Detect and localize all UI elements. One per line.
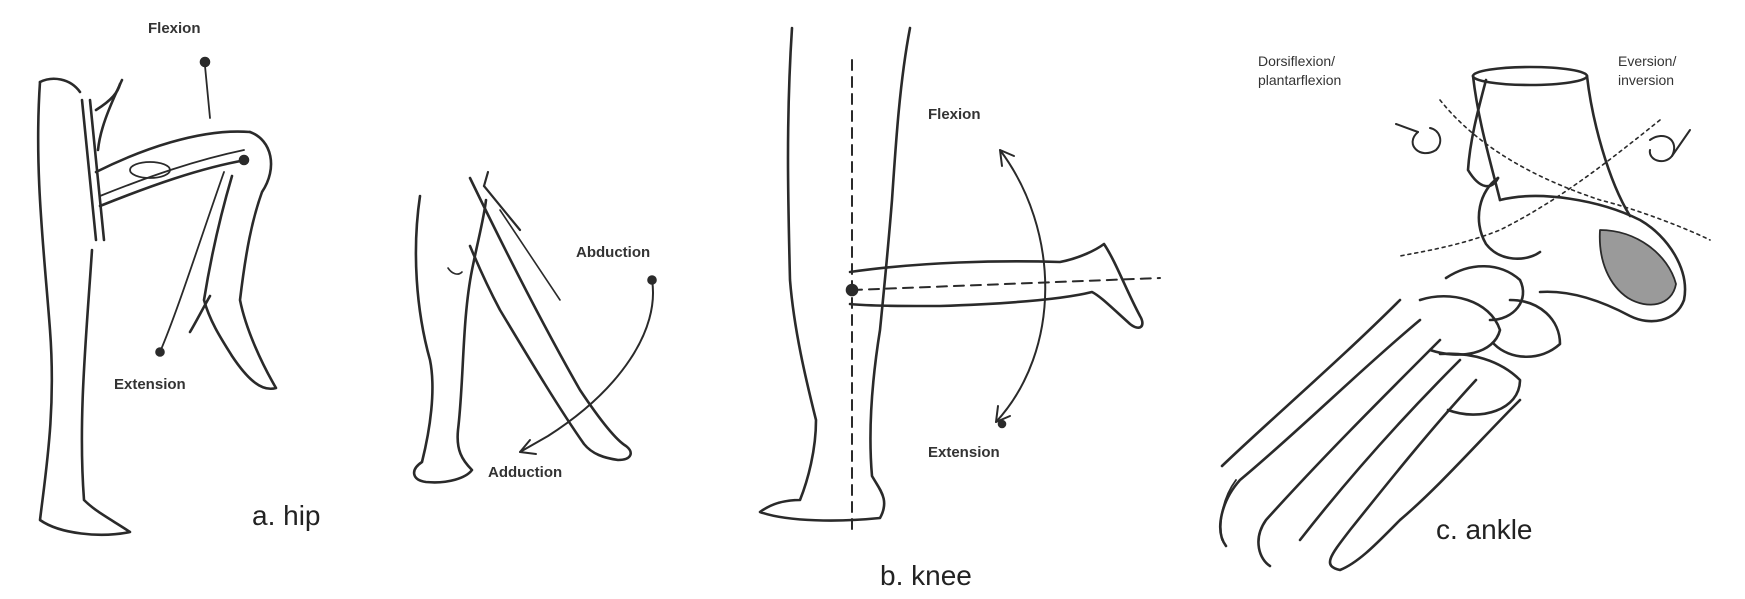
hip-extension-label: Extension — [114, 376, 186, 393]
hip-abduction-leg-drawing — [414, 172, 655, 482]
hip-adduction-label: Adduction — [488, 464, 562, 481]
knee-extension-label: Extension — [928, 444, 1000, 461]
knee-flexion-label: Flexion — [928, 106, 981, 123]
hip-caption: a. hip — [252, 500, 321, 532]
knee-caption: b. knee — [880, 560, 972, 592]
ankle-dorsiflexion-line2: plantarflexion — [1258, 71, 1341, 90]
hip-flexion-leg-drawing — [38, 58, 276, 535]
ankle-dorsiflexion-line1: Dorsiflexion/ — [1258, 52, 1341, 71]
ankle-eversion-line2: inversion — [1618, 71, 1676, 90]
ankle-eversion-label: Eversion/ inversion — [1618, 52, 1676, 90]
ankle-dorsiflexion-label: Dorsiflexion/ plantarflexion — [1258, 52, 1341, 90]
ankle-eversion-line1: Eversion/ — [1618, 52, 1676, 71]
ankle-caption: c. ankle — [1436, 514, 1533, 546]
hip-flexion-label: Flexion — [148, 20, 201, 37]
ankle-foot-drawing — [1220, 67, 1710, 570]
hip-abduction-label: Abduction — [576, 244, 650, 261]
